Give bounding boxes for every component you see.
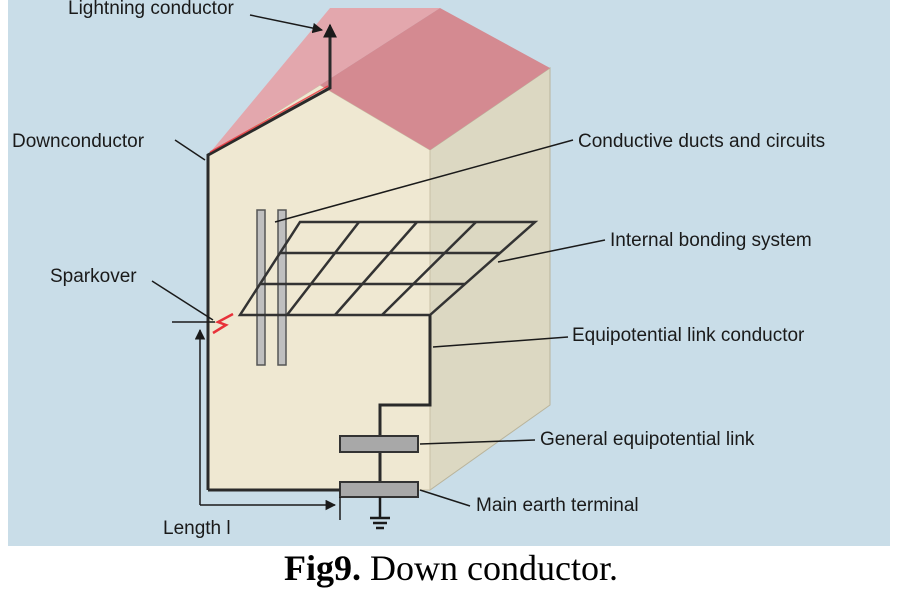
figure-caption: Fig9. Down conductor.	[0, 546, 902, 590]
label-internal-bonding: Internal bonding system	[610, 230, 812, 251]
conductive-duct-right	[277, 209, 287, 366]
roof-side-slope	[320, 8, 550, 150]
downconductor-roof-highlight	[209, 85, 329, 153]
label-main-earth-terminal: Main earth terminal	[476, 495, 639, 516]
label-conductive-ducts: Conductive ducts and circuits	[578, 131, 825, 152]
roof-front-slope	[208, 8, 440, 155]
label-lightning-conductor: Lightning conductor	[68, 0, 235, 19]
label-length: Length l	[163, 518, 231, 539]
label-sparkover: Sparkover	[50, 266, 137, 287]
length-dimension	[172, 321, 341, 520]
general-equipotential-link-bar	[339, 435, 419, 453]
label-equipotential-link-conductor: Equipotential link conductor	[572, 325, 805, 346]
building	[207, 8, 551, 491]
equipotential-link-conductor	[378, 315, 432, 440]
label-downconductor: Downconductor	[12, 131, 145, 152]
diagram: Lightning conductor Downconductor Conduc…	[8, 0, 890, 546]
label-general-equipotential-link: General equipotential link	[540, 429, 755, 450]
main-earth-terminal-bar	[339, 481, 419, 498]
leader-lines	[151, 14, 606, 507]
ground-icon	[370, 497, 390, 530]
caption-text: Down conductor.	[370, 548, 618, 588]
sparkover-spark	[212, 312, 234, 335]
caption-number: Fig9.	[284, 548, 362, 588]
building-front-wall	[207, 84, 431, 491]
